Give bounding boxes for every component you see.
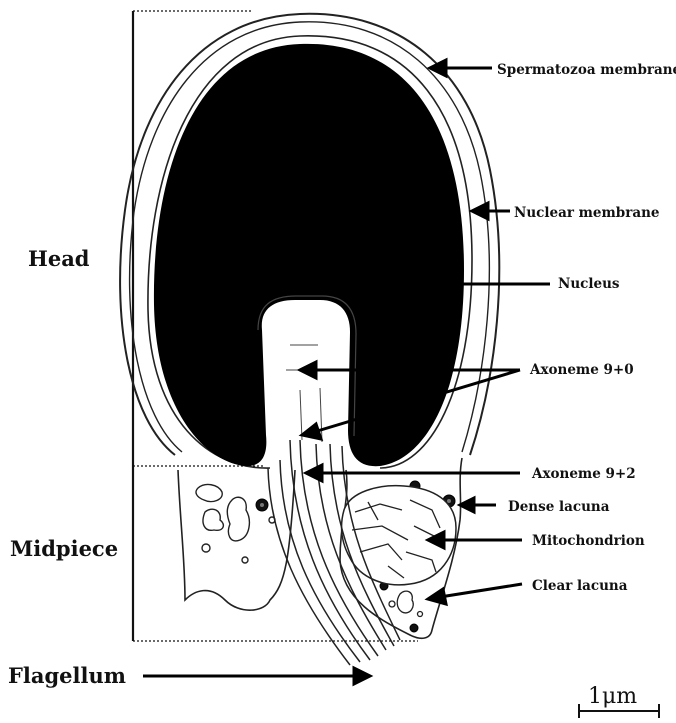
- label-clear-lacuna: Clear lacuna: [532, 578, 628, 594]
- label-axoneme-9-2: Axoneme 9+2: [531, 466, 636, 482]
- label-spermatozoa-membrane: Spermatozoa membrane: [497, 62, 676, 78]
- region-label-head: Head: [28, 246, 90, 271]
- label-nucleus: Nucleus: [558, 276, 620, 292]
- region-label-flagellum: Flagellum: [8, 663, 126, 688]
- label-axoneme-9-0: Axoneme 9+0: [529, 362, 634, 378]
- label-dense-lacuna: Dense lacuna: [508, 499, 610, 515]
- clear-lacunae-left: [196, 485, 275, 563]
- label-nuclear-membrane: Nuclear membrane: [514, 205, 660, 221]
- label-mitochondrion: Mitochondrion: [532, 533, 645, 549]
- scale-bar-label: 1μm: [588, 684, 637, 709]
- clear-lacunae-right: [389, 591, 423, 616]
- nucleus-shape: [154, 44, 464, 466]
- region-label-midpiece: Midpiece: [10, 536, 118, 561]
